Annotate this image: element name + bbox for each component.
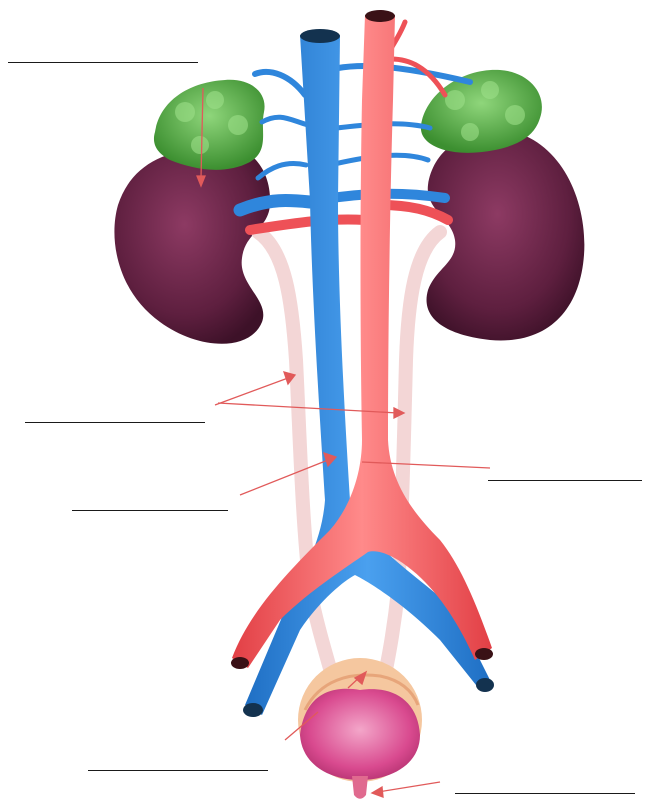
left-adrenal-gland <box>154 80 265 170</box>
left-kidney <box>114 145 270 344</box>
label-line-urinary-bladder[interactable] <box>88 770 268 771</box>
left-iliac-artery-opening <box>231 657 249 669</box>
right-iliac-vein-opening <box>476 678 494 692</box>
label-line-adrenal-gland[interactable] <box>8 62 198 63</box>
left-iliac-vein-opening <box>243 703 263 717</box>
label-line-ureter[interactable] <box>25 422 205 423</box>
label-line-aorta[interactable] <box>488 480 642 481</box>
label-line-urethra[interactable] <box>455 793 635 794</box>
urethra <box>352 776 368 799</box>
right-iliac-artery-opening <box>475 648 493 660</box>
vena-cava-opening <box>300 29 340 43</box>
label-line-inferior-vena-cava[interactable] <box>72 510 228 511</box>
right-kidney <box>427 130 585 341</box>
aorta-opening <box>365 10 395 22</box>
